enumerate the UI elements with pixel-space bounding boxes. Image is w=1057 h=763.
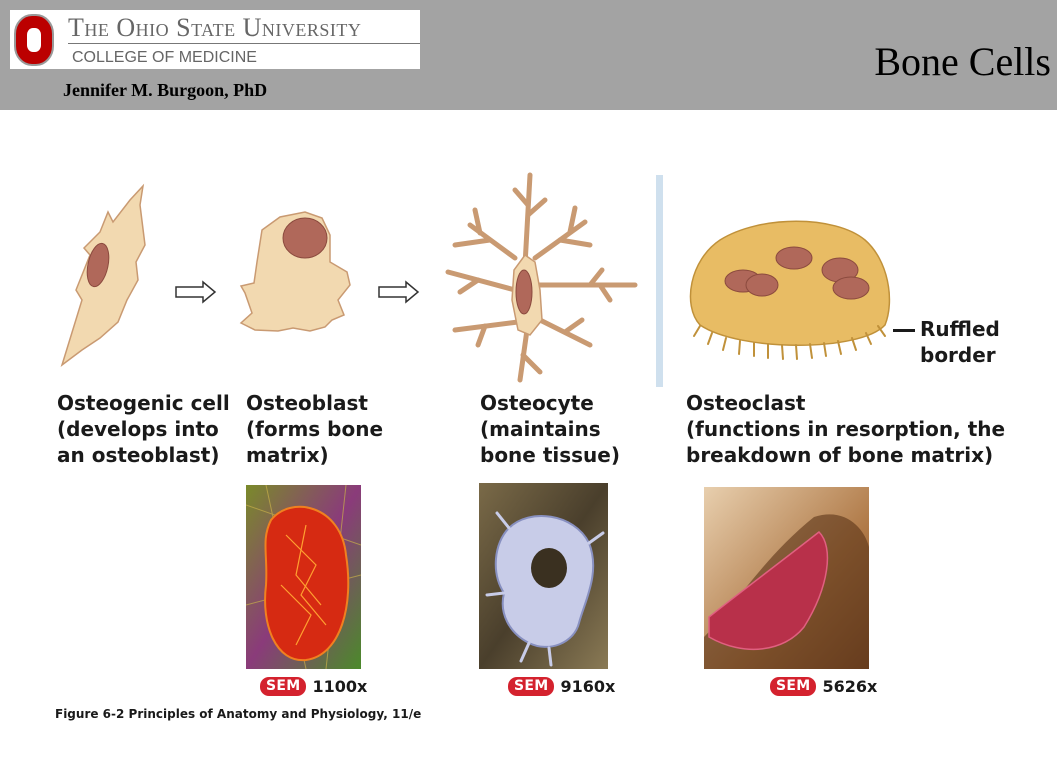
section-divider <box>656 175 663 387</box>
ruffled-border-line-1: Ruffled <box>920 317 1000 341</box>
magnification: 9160x <box>560 677 616 696</box>
osteocyte-micrograph <box>479 483 608 669</box>
figure-caption: Figure 6-2 Principles of Anatomy and Phy… <box>55 707 422 721</box>
magnification: 1100x <box>312 677 368 696</box>
cell-description-line: matrix) <box>246 443 329 467</box>
osteogenic-cell-label: Osteogenic cell (develops into an osteob… <box>57 390 230 468</box>
cell-name: Osteoclast <box>686 391 806 415</box>
osteoblast-label: Osteoblast (forms bone matrix) <box>246 390 383 468</box>
arrow-icon <box>378 280 420 304</box>
sem-label-2: SEM 9160x <box>508 677 615 696</box>
osu-logo: The Ohio State University COLLEGE OF MED… <box>10 10 420 69</box>
osteocyte-label: Osteocyte (maintains bone tissue) <box>480 390 620 468</box>
sem-badge: SEM <box>508 677 555 696</box>
cell-description-line: breakdown of bone matrix) <box>686 443 994 467</box>
magnification: 5626x <box>822 677 878 696</box>
arrow-icon <box>175 280 217 304</box>
cell-illustrations <box>60 172 891 383</box>
cell-description-line: bone tissue) <box>480 443 620 467</box>
sem-badge: SEM <box>770 677 817 696</box>
university-name: The Ohio State University <box>68 13 362 42</box>
author-name: Jennifer M. Burgoon, PhD <box>63 80 268 100</box>
osteoclast-label: Osteoclast (functions in resorption, the… <box>686 390 1005 468</box>
cell-description-line: (forms bone <box>246 417 384 441</box>
osteocyte-body <box>511 253 543 336</box>
sem-label-3: SEM 5626x <box>770 677 877 696</box>
osteocyte-drawing <box>445 172 638 383</box>
osteoblast-drawing <box>239 211 351 332</box>
cell-description-line: (maintains <box>480 417 601 441</box>
college-name: COLLEGE OF MEDICINE <box>72 49 257 66</box>
block-o-icon <box>14 14 54 66</box>
osteoblast-micrograph <box>246 485 361 669</box>
slide-title: Bone Cells <box>874 39 1051 84</box>
sem-badge: SEM <box>260 677 307 696</box>
cell-name: Osteocyte <box>480 391 594 415</box>
logo-divider <box>68 43 420 44</box>
cell-name: Osteogenic cell <box>57 391 230 415</box>
slide-header: The Ohio State University COLLEGE OF MED… <box>0 0 1057 110</box>
ruffled-border-label: Ruffled border <box>920 316 1000 368</box>
ruffled-border-pointer <box>893 329 915 332</box>
cell-name: Osteoblast <box>246 391 368 415</box>
osteoclast-drawing <box>689 220 891 360</box>
cell-description-line: (functions in resorption, the <box>686 417 1006 441</box>
sem-label-1: SEM 1100x <box>260 677 367 696</box>
cell-description-line: (develops into <box>57 417 219 441</box>
osteogenic-cell-drawing <box>60 183 146 367</box>
osteoclast-micrograph <box>704 487 869 669</box>
ruffled-border-line-2: border <box>920 343 996 367</box>
cell-description-line: an osteoblast) <box>57 443 220 467</box>
